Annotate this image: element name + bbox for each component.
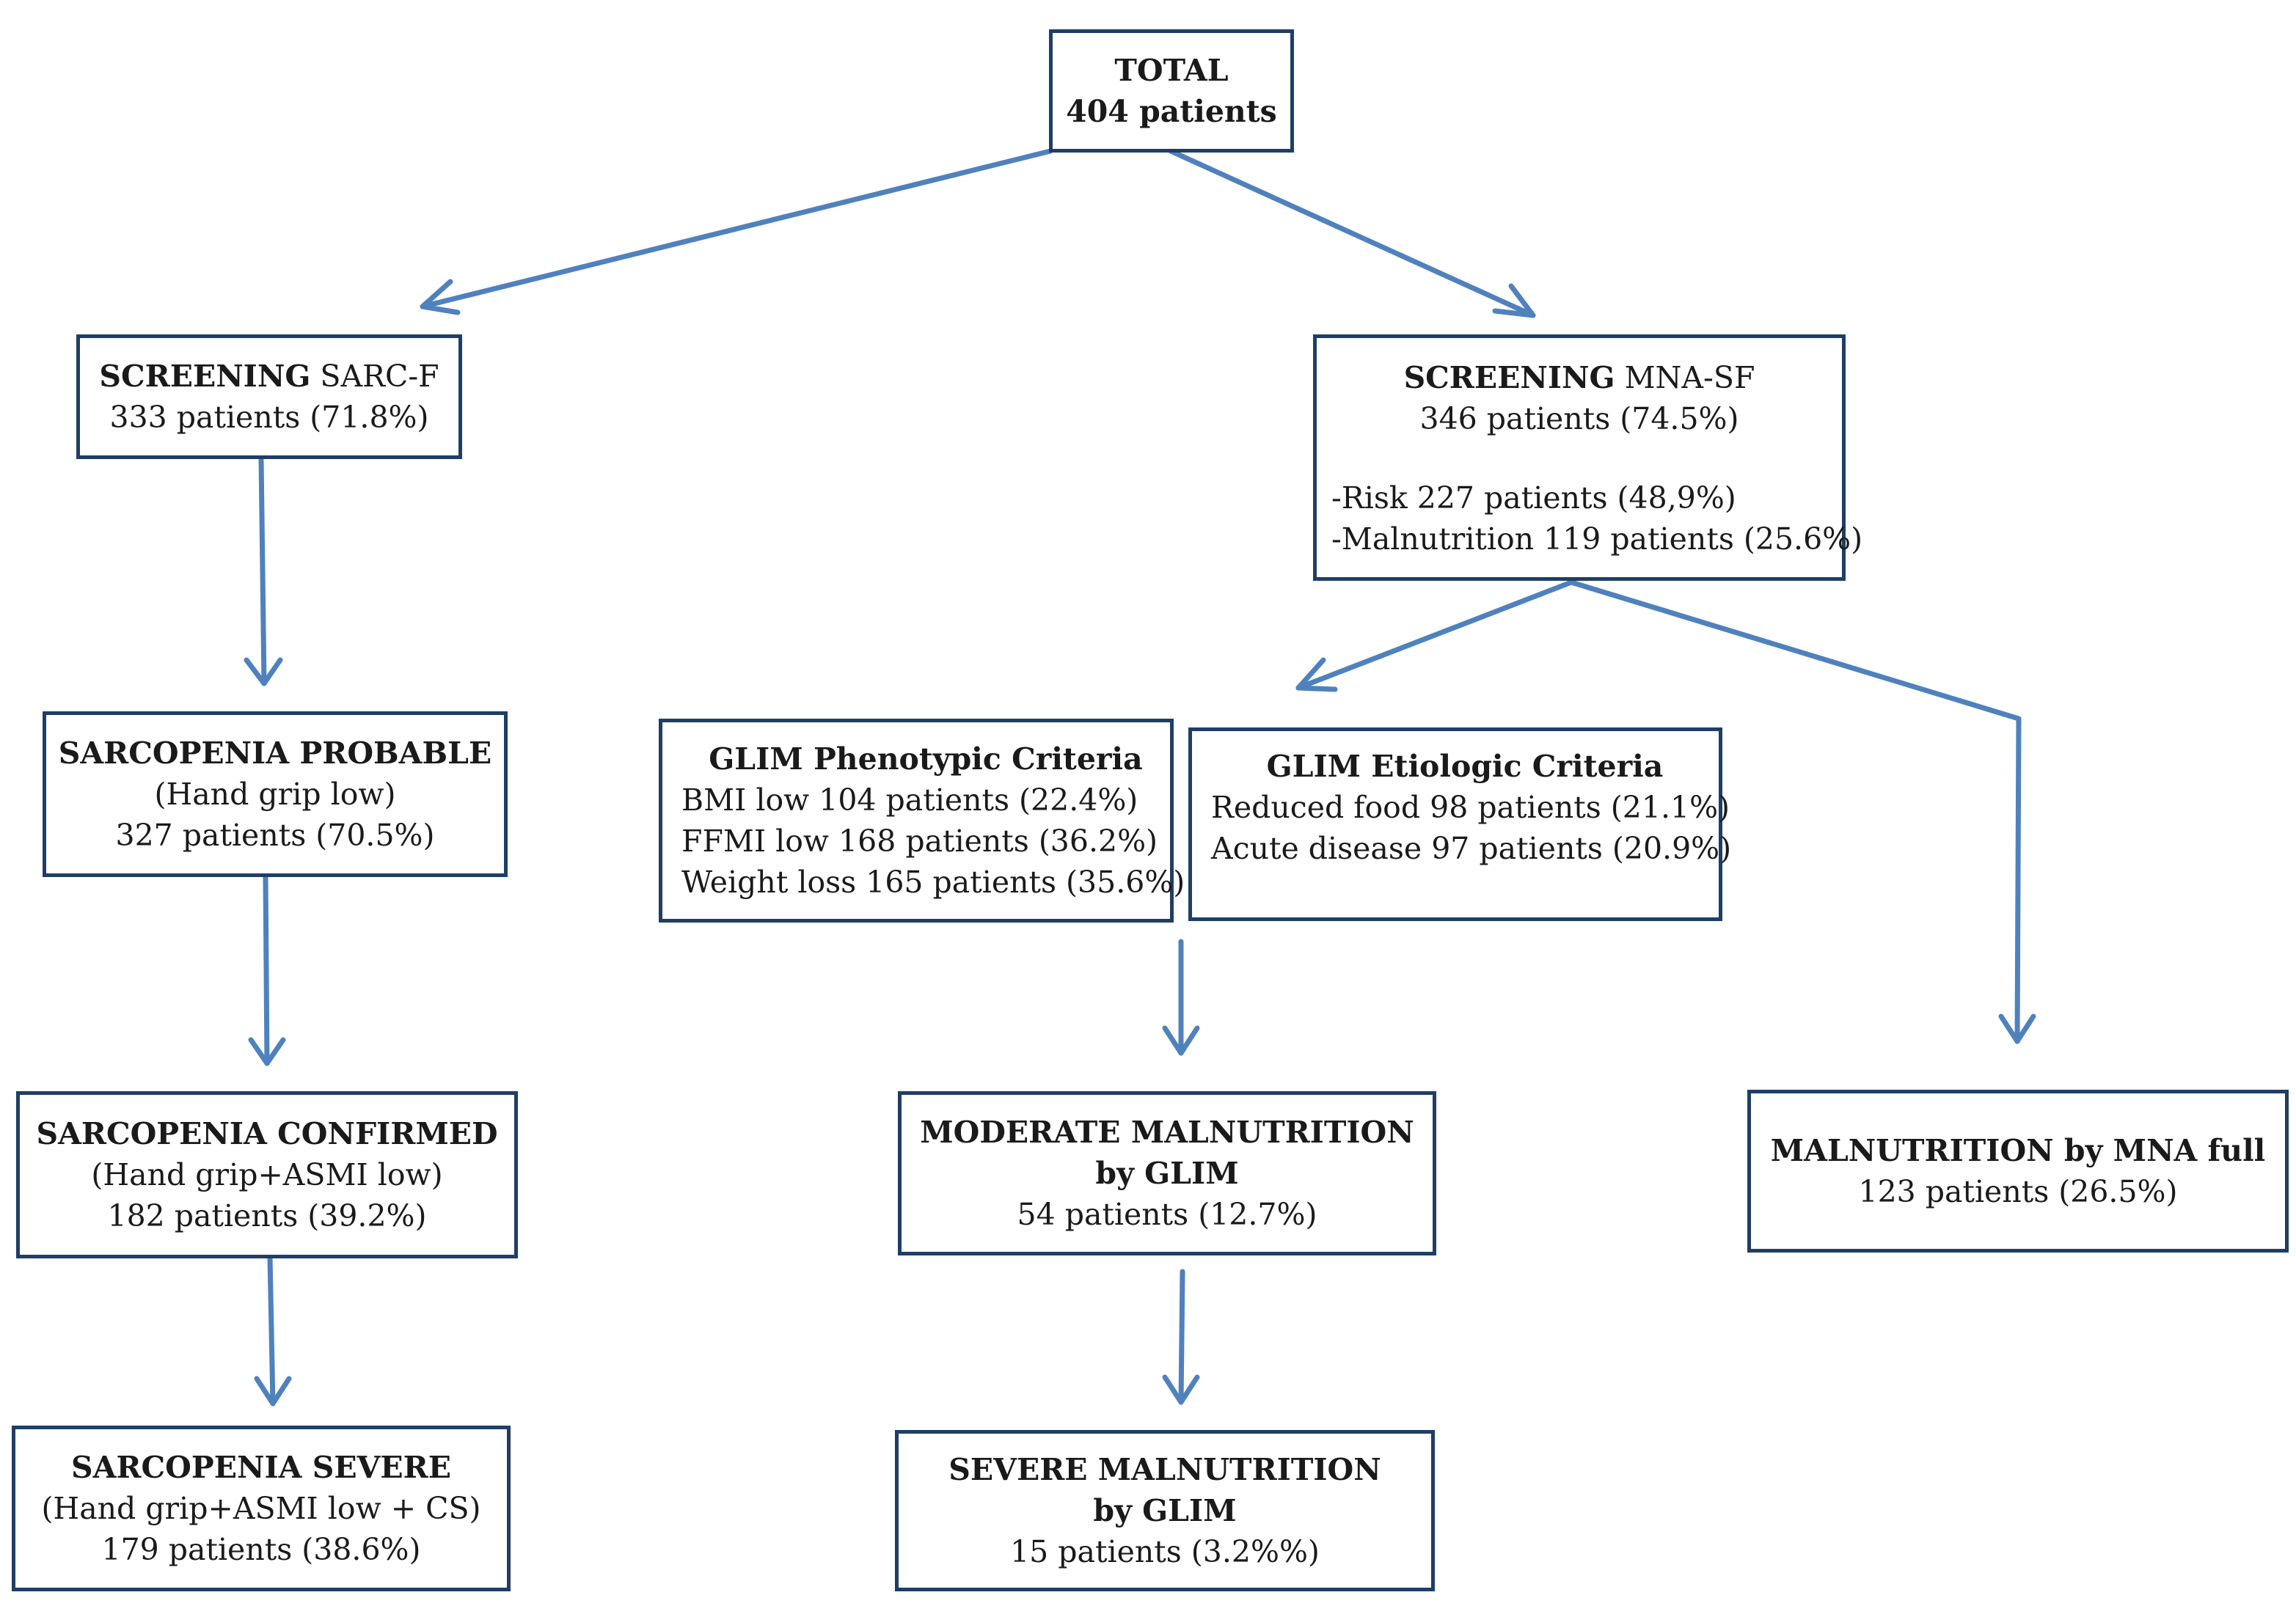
sarcopenia-severe-criteria: (Hand grip+ASMI low + CS) (41, 1491, 481, 1526)
arrow-mnasf-to-glim (1295, 579, 1574, 692)
arrow-moderate-to-severe (1162, 1269, 1200, 1405)
severe-malnutrition-box: SEVERE MALNUTRITION by GLIM 15 patients … (895, 1430, 1435, 1591)
total-box: TOTAL 404 patients (1049, 29, 1294, 153)
screening-mnasf-box: SCREENING MNA-SF 346 patients (74.5%) -R… (1313, 334, 1862, 581)
screening-mnasf-risk: -Risk 227 patients (48,9%) (1331, 480, 1736, 516)
arrow-glim-to-moderate (1162, 939, 1200, 1056)
arrow-mnasf-to-mna-full (1568, 579, 2036, 1044)
screening-mnasf-title-bold: SCREENING (1403, 360, 1615, 395)
screening-sarcf-title-rest: SARC-F (310, 359, 439, 394)
screening-mnasf-malnutrition: -Malnutrition 119 patients (25.6%) (1331, 521, 1863, 557)
sarcopenia-severe-count: 179 patients (38.6%) (101, 1532, 421, 1567)
sarcopenia-severe-box: SARCOPENIA SEVERE (Hand grip+ASMI low + … (12, 1426, 511, 1591)
screening-sarcf-title: SCREENING SARC-F (99, 356, 439, 397)
severe-malnutrition-title-line1: SEVERE MALNUTRITION (948, 1452, 1381, 1487)
glim-etiologic-item: Reduced food 98 patients (21.1%) (1211, 790, 1730, 825)
sarcopenia-severe-title: SARCOPENIA SEVERE (71, 1450, 451, 1485)
screening-mnasf-title-rest: MNA-SF (1615, 360, 1755, 395)
arrow-sarcf-to-probable (244, 456, 283, 686)
sarcopenia-probable-count: 327 patients (70.5%) (115, 818, 435, 853)
screening-mnasf-title: SCREENING MNA-SF (1404, 357, 1755, 398)
glim-etiologic-title: GLIM Etiologic Criteria (1266, 749, 1664, 784)
moderate-malnutrition-title-line1: MODERATE MALNUTRITION (920, 1115, 1414, 1150)
arrow-total-to-sarcf (420, 148, 1053, 315)
screening-sarcf-count: 333 patients (71.8%) (109, 400, 429, 435)
screening-sarcf-title-bold: SCREENING (99, 359, 311, 394)
moderate-malnutrition-title-line2: by GLIM (1095, 1156, 1239, 1191)
sarcopenia-confirmed-criteria: (Hand grip+ASMI low) (91, 1157, 443, 1192)
total-title: TOTAL (1114, 53, 1229, 88)
sarcopenia-probable-box: SARCOPENIA PROBABLE (Hand grip low) 327 … (43, 711, 508, 877)
malnutrition-mna-full-title: MALNUTRITION by MNA full (1770, 1133, 2266, 1168)
arrow-total-to-mnasf (1168, 148, 1536, 318)
glim-etiologic-item: Acute disease 97 patients (20.9%) (1211, 831, 1732, 866)
sarcopenia-confirmed-title: SARCOPENIA CONFIRMED (36, 1116, 498, 1151)
sarcopenia-probable-title: SARCOPENIA PROBABLE (58, 736, 492, 771)
sarcopenia-probable-criteria: (Hand grip low) (154, 777, 396, 812)
arrow-probable-to-confirmed (248, 874, 286, 1066)
screening-mnasf-count: 346 patients (74.5%) (1419, 401, 1739, 436)
sarcopenia-confirmed-box: SARCOPENIA CONFIRMED (Hand grip+ASMI low… (16, 1091, 518, 1258)
glim-phenotypic-box: GLIM Phenotypic Criteria BMI low 104 pat… (659, 719, 1185, 923)
severe-malnutrition-title-line2: by GLIM (1093, 1493, 1237, 1528)
glim-phenotypic-item: Weight loss 165 patients (35.6%) (681, 865, 1185, 900)
screening-sarcf-box: SCREENING SARC-F 333 patients (71.8%) (76, 334, 462, 459)
malnutrition-mna-full-count: 123 patients (26.5%) (1858, 1174, 2178, 1209)
moderate-malnutrition-count: 54 patients (12.7%) (1017, 1197, 1317, 1232)
malnutrition-mna-full-box: MALNUTRITION by MNA full 123 patients (2… (1747, 1090, 2289, 1253)
glim-phenotypic-item: FFMI low 168 patients (36.2%) (681, 824, 1158, 859)
severe-malnutrition-count: 15 patients (3.2%%) (1010, 1534, 1320, 1569)
moderate-malnutrition-box: MODERATE MALNUTRITION by GLIM 54 patient… (898, 1091, 1436, 1255)
glim-phenotypic-title: GLIM Phenotypic Criteria (709, 741, 1143, 777)
arrow-confirmed-to-severe (254, 1254, 292, 1407)
total-count: 404 patients (1066, 94, 1277, 129)
glim-phenotypic-item: BMI low 104 patients (22.4%) (681, 782, 1138, 818)
glim-etiologic-box: GLIM Etiologic Criteria Reduced food 98 … (1188, 727, 1731, 921)
sarcopenia-confirmed-count: 182 patients (39.2%) (107, 1198, 427, 1233)
